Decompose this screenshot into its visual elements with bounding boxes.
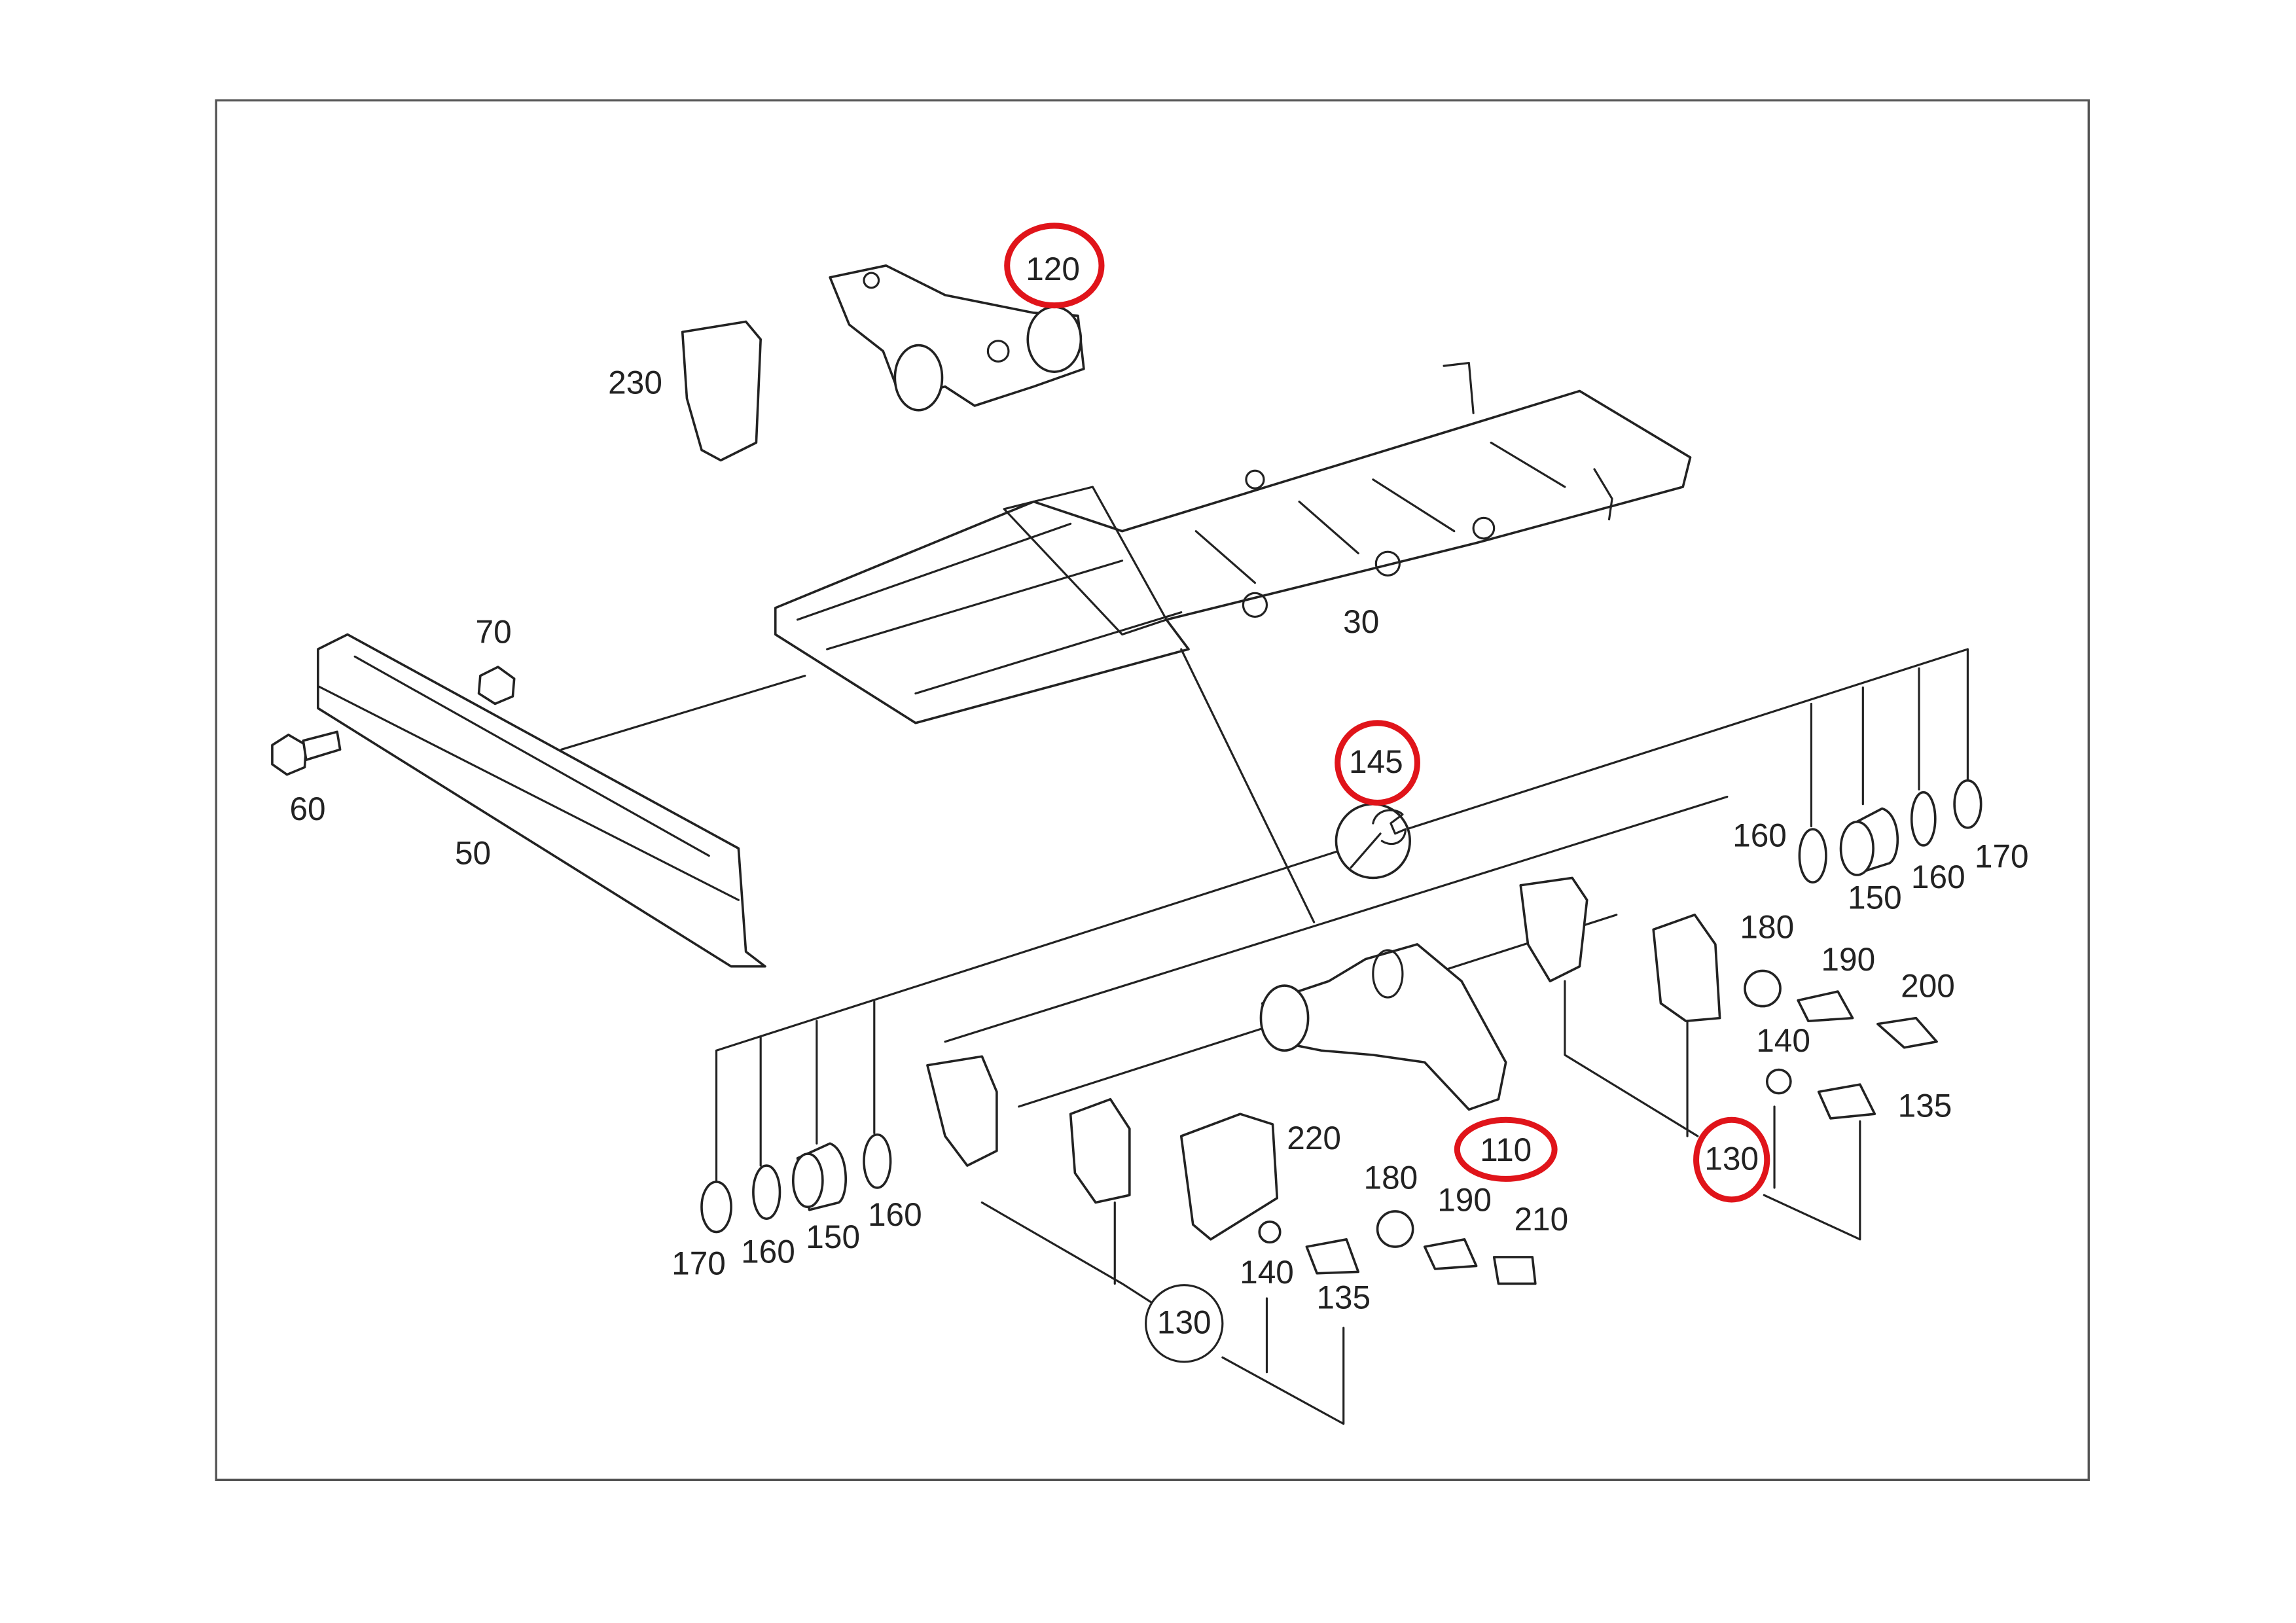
part-130-clamp-left (926, 1055, 998, 1167)
label-part-130: 130 (1157, 1304, 1211, 1341)
highlight-circle-130 (1693, 1116, 1770, 1203)
label-part-160: 160 (1911, 859, 1965, 895)
label-part-70: 70 (476, 614, 512, 651)
label-part-110: 110 (1480, 1132, 1532, 1168)
label-part-150: 150 (806, 1219, 860, 1255)
label-part-160: 160 (741, 1233, 795, 1270)
label-part-200: 200 (1901, 968, 1955, 1005)
label-part-190: 190 (1437, 1182, 1492, 1219)
part-60-bolt (271, 730, 342, 776)
diagram-frame-border (215, 99, 2090, 1481)
label-part-135: 135 (1316, 1279, 1371, 1315)
part-110-spring-bracket (1259, 943, 1507, 1111)
part-70-nut (477, 666, 516, 705)
label-part-170: 170 (672, 1245, 726, 1282)
part-230-bracket (681, 320, 762, 462)
left-bushing-set (700, 1133, 1537, 1363)
right-bushing-set (1744, 779, 1982, 1120)
label-part-130: 130 (1704, 1140, 1759, 1177)
leader-line (560, 675, 806, 751)
label-part-180: 180 (1363, 1160, 1418, 1196)
part-130-leaders (980, 980, 1861, 1425)
label-part-180: 180 (1740, 908, 1794, 945)
part-30-vehicle-frame (774, 362, 1692, 724)
label-part-145: 145 (1349, 743, 1403, 780)
part-130-clamp-upper-right (1519, 876, 1588, 983)
label-part-30: 30 (1343, 603, 1379, 640)
label-part-210: 210 (1514, 1201, 1568, 1238)
highlight-circle-145 (1335, 720, 1420, 806)
label-part-160: 160 (868, 1196, 922, 1233)
highlight-circle-120 (1004, 223, 1105, 309)
part-220-plate (1179, 1113, 1279, 1241)
rail-edge-lines (317, 655, 740, 901)
wrench-icon (1335, 802, 1411, 880)
label-part-140: 140 (1240, 1254, 1294, 1291)
label-part-50: 50 (455, 835, 491, 872)
label-part-120: 120 (1026, 251, 1080, 287)
part-130-clamp-right (1652, 914, 1721, 1022)
label-part-160: 160 (1732, 817, 1787, 854)
label-part-135: 135 (1898, 1087, 1952, 1124)
highlight-circle-110 (1454, 1116, 1558, 1182)
label-part-150: 150 (1848, 879, 1902, 916)
label-part-230: 230 (608, 365, 662, 401)
label-part-140: 140 (1756, 1022, 1810, 1059)
label-part-170: 170 (1975, 838, 2029, 874)
label-part-190: 190 (1821, 941, 1875, 978)
part-120-spring-hanger (829, 264, 1085, 412)
label-part-60: 60 (289, 791, 325, 827)
part-130-clamp-mid (1069, 1097, 1131, 1204)
label-part-220: 220 (1287, 1120, 1341, 1156)
reference-circle-130 (1145, 1284, 1224, 1363)
